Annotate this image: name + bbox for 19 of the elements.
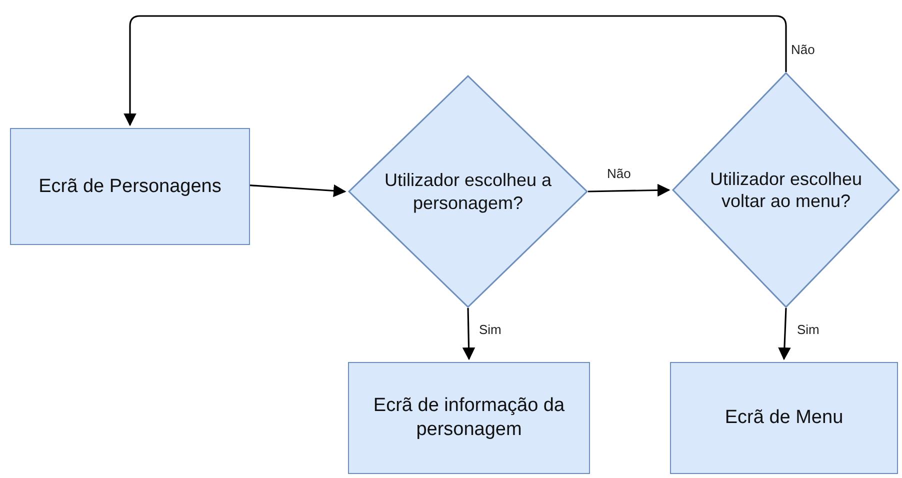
arrow [250,184,346,198]
arrow [124,15,787,126]
edge-label: Não [790,42,816,57]
decision-diamond [672,72,900,308]
edge-label: Sim [796,322,820,337]
edge-label: Sim [478,322,502,337]
box-text: Ecrã de Personagens [38,174,222,198]
process-box [348,362,590,474]
box-text: Ecrã de Menu [724,406,844,430]
box-text: Ecrã de informação da personagem [372,394,566,442]
process-box [670,362,898,474]
arrow [588,184,670,197]
process-box [10,128,250,245]
decision-text: Utilizador escolheu voltar ao menu? [708,168,864,212]
edge-label: Não [606,166,632,180]
arrow [462,308,476,360]
decision-text: Utilizador escolheu a personagem? [383,169,553,214]
arrow [778,308,791,360]
decision-diamond [348,75,588,308]
